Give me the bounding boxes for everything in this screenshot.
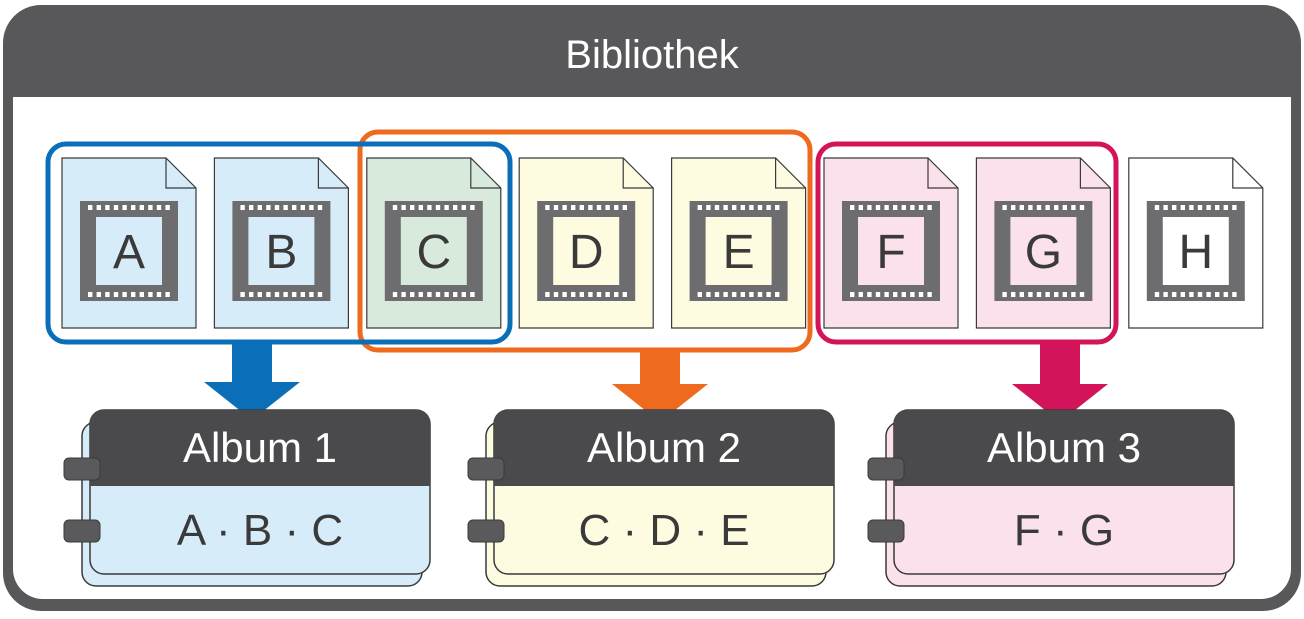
- group-outline-album-2: [357, 129, 813, 353]
- file-f: F: [823, 157, 959, 329]
- binder-ring: [467, 519, 505, 543]
- file-letter: C: [416, 226, 451, 279]
- file-g: G: [975, 157, 1111, 329]
- album-contents: A · B · C: [177, 506, 343, 555]
- album-header: [894, 410, 1234, 486]
- film-icon: H: [1146, 201, 1245, 301]
- album-groups: [45, 129, 1119, 353]
- file-letter: D: [569, 226, 604, 279]
- arrow-album-3: [1012, 342, 1108, 422]
- file-letter: H: [1178, 226, 1213, 279]
- film-icon: F: [842, 201, 940, 301]
- binder-ring: [63, 457, 101, 481]
- film-icon: A: [80, 201, 178, 301]
- file-c: C: [366, 157, 502, 329]
- film-icon: E: [689, 201, 788, 301]
- film-icon: B: [232, 201, 331, 301]
- film-icon: D: [537, 201, 636, 301]
- album-header: [90, 410, 430, 486]
- binder-ring: [467, 457, 505, 481]
- album-row: Album 1 A · B · C Album 2 C · D · E Album 3 F…: [63, 409, 1235, 587]
- file-letter: E: [723, 226, 755, 279]
- file-e: E: [671, 157, 807, 329]
- file-h: H: [1128, 157, 1264, 329]
- arrow-album-2: [612, 350, 708, 422]
- group-outline-album-1: [45, 141, 513, 345]
- file-letter: G: [1025, 226, 1062, 279]
- arrow-album-1: [204, 342, 300, 420]
- file-row: A B C D E F G H: [61, 157, 1264, 329]
- binder-ring: [867, 457, 905, 481]
- album-1: Album 1 A · B · C: [63, 409, 431, 587]
- file-d: D: [518, 157, 654, 329]
- album-title: Album 1: [183, 424, 337, 471]
- page-fold: [1079, 158, 1111, 189]
- file-letter: B: [265, 226, 297, 279]
- file-letter: A: [113, 226, 145, 279]
- album-contents: F · G: [1014, 506, 1114, 555]
- binder-ring: [63, 519, 101, 543]
- file-a: A: [61, 157, 197, 329]
- film-icon: C: [384, 201, 483, 301]
- film-icon: G: [994, 201, 1093, 301]
- file-b: B: [213, 157, 349, 329]
- page-fold: [165, 158, 196, 189]
- binder-ring: [867, 519, 905, 543]
- group-outline-album-3: [815, 141, 1119, 345]
- page-fold: [1232, 158, 1263, 189]
- album-title: Album 3: [987, 424, 1141, 471]
- page-fold: [622, 158, 654, 189]
- library-title: Bibliothek: [565, 33, 739, 77]
- album-2: Album 2 C · D · E: [467, 409, 835, 587]
- album-header: [494, 410, 834, 486]
- page-fold: [775, 158, 806, 189]
- album-contents: C · D · E: [578, 506, 749, 555]
- page-fold: [470, 158, 501, 189]
- album-3: Album 3 F · G: [867, 409, 1235, 587]
- page-fold: [317, 158, 349, 189]
- album-title: Album 2: [587, 424, 741, 471]
- arrows: [204, 342, 1108, 422]
- file-letter: F: [876, 226, 905, 279]
- page-fold: [927, 158, 958, 189]
